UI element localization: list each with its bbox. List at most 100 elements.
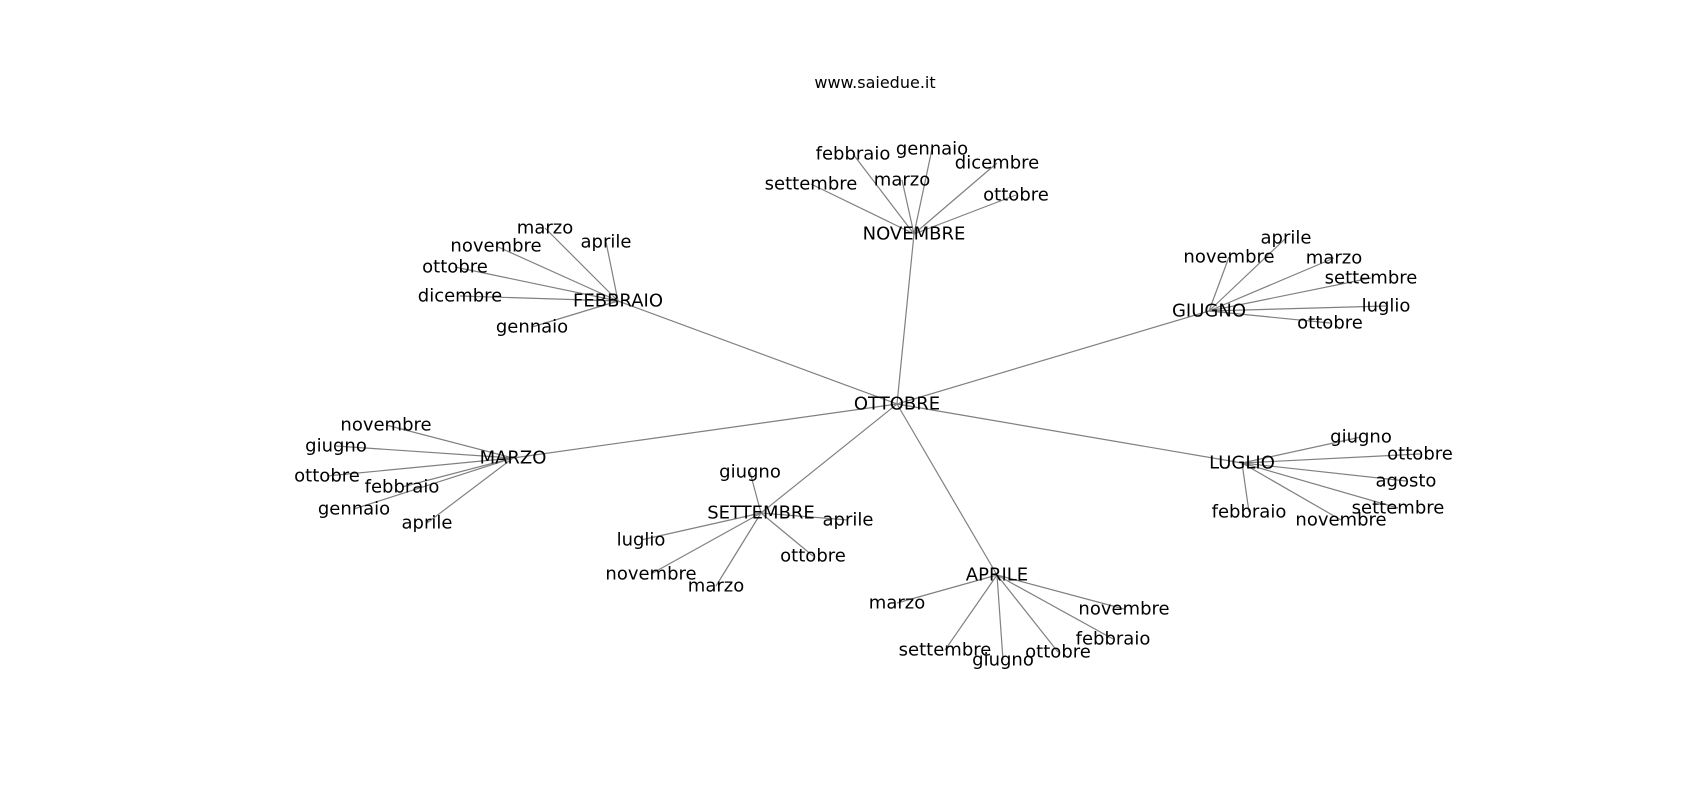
leaf-node: luglio — [617, 530, 666, 551]
edge-hub-leaf — [996, 574, 1004, 661]
edge-hub-leaf — [944, 574, 998, 651]
edge-hub-leaf — [531, 300, 619, 328]
leaf-node: febbraio — [1212, 502, 1287, 523]
leaf-node: marzo — [688, 576, 744, 597]
leaf-node: aprile — [1261, 228, 1312, 249]
leaf-node: gennaio — [318, 499, 390, 520]
edge-center-hub — [617, 300, 898, 405]
leaf-node: gennaio — [896, 139, 968, 160]
hub-node: LUGLIO — [1209, 453, 1275, 474]
leaf-node: gennaio — [496, 317, 568, 338]
leaf-node: luglio — [1362, 296, 1411, 317]
edge-hub-leaf — [810, 183, 915, 235]
leaf-node: ottobre — [780, 546, 846, 567]
hub-node: MARZO — [480, 448, 547, 469]
leaf-node: marzo — [874, 170, 930, 191]
leaf-node: febbraio — [1076, 629, 1151, 650]
edge-hub-leaf — [650, 512, 762, 575]
edge-hub-leaf — [760, 512, 814, 557]
edge-hub-leaf — [1241, 453, 1421, 464]
edge-hub-leaf — [335, 445, 514, 459]
leaf-node: dicembre — [955, 153, 1039, 174]
edge-hub-leaf — [715, 512, 762, 587]
edge-hub-leaf — [749, 471, 762, 514]
edge-center-hub — [760, 403, 898, 514]
leaf-node: ottobre — [1297, 313, 1363, 334]
center-node: OTTOBRE — [854, 394, 940, 415]
edge-hub-leaf — [495, 245, 619, 302]
leaf-node: giugno — [305, 436, 367, 457]
leaf-node: aprile — [823, 510, 874, 531]
edge-hub-leaf — [1208, 257, 1335, 312]
leaf-node: giugno — [1330, 427, 1392, 448]
leaf-node: aprile — [402, 513, 453, 534]
edge-hub-leaf — [1208, 237, 1287, 312]
edge-center-hub — [896, 403, 998, 576]
edge-center-hub — [896, 233, 915, 405]
edge-hub-leaf — [1241, 436, 1362, 464]
edge-hub-leaf — [913, 148, 933, 235]
leaf-node: ottobre — [422, 257, 488, 278]
edge-hub-leaf — [426, 457, 514, 524]
edge-hub-leaf — [1208, 277, 1372, 312]
leaf-node: settembre — [1352, 498, 1445, 519]
edge-center-hub — [896, 403, 1243, 464]
leaf-node: settembre — [765, 174, 858, 195]
edge-hub-leaf — [401, 457, 514, 488]
leaf-node: febbraio — [365, 477, 440, 498]
leaf-node: novembre — [1295, 510, 1386, 531]
leaf-node: febbraio — [816, 144, 891, 165]
diagram-edges — [326, 148, 1421, 661]
edge-hub-leaf — [852, 153, 915, 235]
edge-hub-leaf — [459, 295, 619, 302]
leaf-node: giugno — [972, 650, 1034, 671]
leaf-node: ottobre — [983, 185, 1049, 206]
leaf-node: agosto — [1376, 471, 1437, 492]
leaf-node: novembre — [1183, 247, 1274, 268]
leaf-node: giugno — [719, 462, 781, 483]
site-url: www.saiedue.it — [814, 73, 935, 92]
leaf-node: ottobre — [1025, 642, 1091, 663]
leaf-node: aprile — [581, 232, 632, 253]
leaf-node: settembre — [1325, 268, 1418, 289]
leaf-node: dicembre — [418, 286, 502, 307]
edge-center-hub — [512, 403, 898, 459]
hub-node: FEBBRAIO — [573, 291, 663, 312]
edge-hub-leaf — [1208, 305, 1387, 312]
edge-hub-leaf — [996, 574, 1114, 640]
hub-node: GIUGNO — [1172, 301, 1246, 322]
leaf-node: novembre — [605, 564, 696, 585]
edge-hub-leaf — [1241, 462, 1342, 521]
edge-hub-leaf — [896, 574, 998, 604]
edge-hub-leaf — [1241, 462, 1250, 513]
edge-hub-leaf — [1241, 462, 1399, 509]
edge-hub-leaf — [1208, 256, 1230, 312]
edge-hub-leaf — [913, 194, 1017, 235]
leaf-node: marzo — [517, 218, 573, 239]
edge-hub-leaf — [544, 227, 619, 302]
edge-hub-leaf — [760, 512, 849, 521]
edge-hub-leaf — [996, 574, 1059, 653]
leaf-node: marzo — [869, 593, 925, 614]
edge-hub-leaf — [385, 424, 514, 459]
edge-hub-leaf — [353, 457, 514, 510]
leaf-node: ottobre — [294, 466, 360, 487]
edge-hub-leaf — [1241, 462, 1407, 482]
hub-node: NOVEMBRE — [863, 224, 966, 245]
edge-hub-leaf — [640, 512, 762, 541]
edge-hub-leaf — [996, 574, 1125, 610]
leaf-node: novembre — [450, 236, 541, 257]
leaf-node: novembre — [1078, 599, 1169, 620]
leaf-node: ottobre — [1387, 444, 1453, 465]
leaf-node: settembre — [899, 640, 992, 661]
leaf-node: marzo — [1306, 248, 1362, 269]
edge-hub-leaf — [454, 266, 619, 302]
edge-center-hub — [896, 310, 1210, 405]
edge-hub-leaf — [326, 457, 514, 477]
edge-hub-leaf — [913, 162, 998, 235]
edge-hub-leaf — [605, 241, 619, 302]
hub-node: SETTEMBRE — [707, 503, 815, 524]
hub-node: APRILE — [966, 565, 1028, 586]
